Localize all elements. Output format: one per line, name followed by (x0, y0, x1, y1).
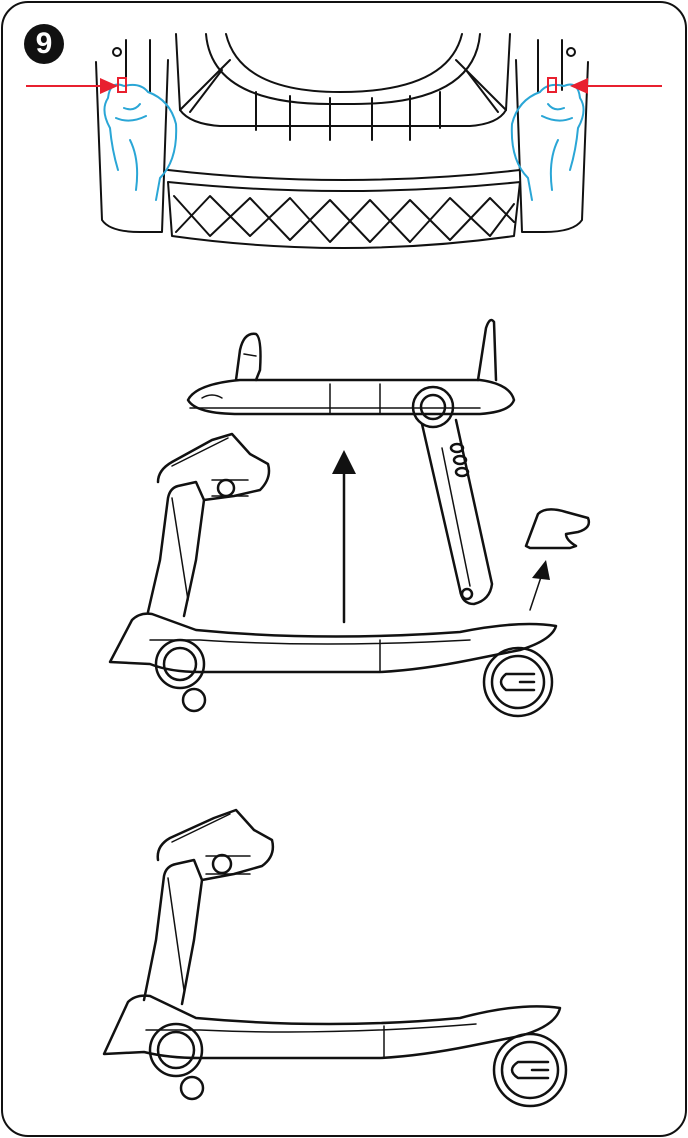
seat-net (167, 181, 521, 249)
step-number: 9 (35, 27, 53, 60)
seat-tray-lifted (186, 318, 516, 606)
panel-scooter-mode (102, 808, 568, 1108)
left-frame-post (95, 59, 169, 233)
walker-base (108, 432, 558, 718)
attach-arrow-icon (532, 560, 550, 580)
step-number-badge: 9 (24, 24, 64, 64)
hands (103, 83, 585, 201)
panel-remove-tray (108, 318, 591, 718)
left-hand-icon (103, 83, 178, 201)
arrow-left-icon (100, 78, 118, 94)
lift-arrow-icon (332, 450, 356, 474)
right-hand-icon (510, 83, 585, 201)
detached-foot-cap (524, 508, 591, 550)
tray-body (175, 33, 511, 127)
right-frame-post (515, 59, 589, 233)
arrow-right-icon (570, 78, 588, 94)
press-arrows (26, 77, 662, 94)
panel-release-buttons (95, 33, 589, 249)
